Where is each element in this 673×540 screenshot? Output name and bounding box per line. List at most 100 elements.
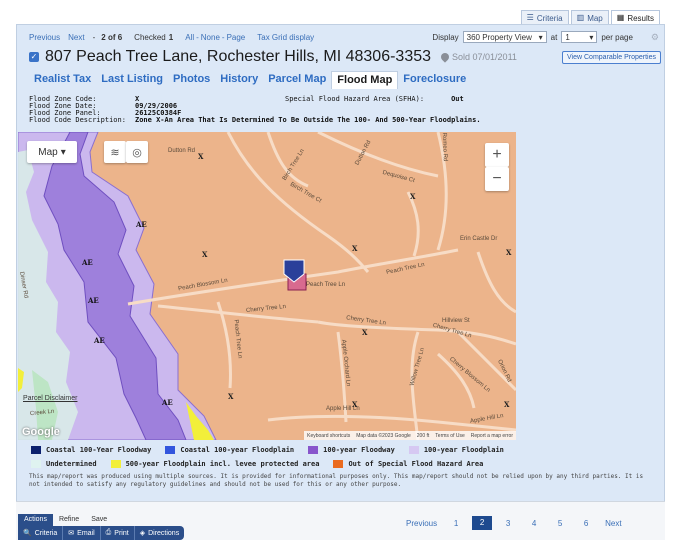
tab-actions[interactable]: Actions bbox=[18, 514, 53, 526]
sliders-icon: ☰ bbox=[526, 13, 534, 22]
view-comparable-button[interactable]: View Comparable Properties bbox=[562, 50, 661, 64]
zoom-in-button[interactable]: + bbox=[485, 143, 509, 167]
gear-icon[interactable]: ⚙ bbox=[650, 31, 659, 42]
pager-page[interactable]: 6 bbox=[583, 518, 589, 528]
action-label: Email bbox=[77, 529, 95, 537]
tab-history[interactable]: History bbox=[220, 73, 259, 85]
email-icon: ✉ bbox=[68, 530, 75, 537]
pager-previous[interactable]: Previous bbox=[406, 518, 438, 528]
legend-label: Undetermined bbox=[46, 460, 97, 468]
print-button[interactable]: ⎙Print bbox=[101, 526, 135, 540]
legend-swatch bbox=[165, 446, 176, 454]
map-attribution: Keyboard shortcuts Map data ©2023 Google… bbox=[304, 431, 516, 440]
pager-page[interactable]: 5 bbox=[557, 518, 563, 528]
tab-refine[interactable]: Refine bbox=[58, 516, 80, 523]
road bbox=[436, 352, 476, 409]
report-error-link[interactable]: Report a map error bbox=[470, 432, 513, 439]
tab-flood-map[interactable]: Flood Map bbox=[331, 71, 399, 89]
select-all-link[interactable]: All bbox=[185, 32, 195, 42]
zoom-out-button[interactable]: − bbox=[485, 167, 509, 191]
position-separator: - bbox=[92, 32, 96, 42]
locate-icon[interactable]: ◎ bbox=[126, 141, 148, 163]
keyboard-shortcuts-link[interactable]: Keyboard shortcuts bbox=[307, 432, 351, 439]
results-frame: ☰Criteria ▥Map ▦Results Previous Next - … bbox=[16, 7, 665, 540]
email-button[interactable]: ✉Email bbox=[63, 526, 101, 540]
display-controls: Display 360 Property View▾ at 1▾ per pag… bbox=[432, 31, 659, 43]
road bbox=[436, 132, 448, 251]
pager-page[interactable]: 1 bbox=[453, 518, 459, 528]
pager-next[interactable]: Next bbox=[605, 518, 622, 528]
zone-x-label: X bbox=[198, 152, 204, 161]
legend-label: 100-year Floodway bbox=[323, 446, 395, 454]
sold-info: Sold 07/01/2011 bbox=[439, 51, 517, 63]
checked-label: Checked bbox=[134, 32, 166, 42]
chevron-down-icon: ▾ bbox=[60, 146, 66, 158]
per-page-select-value: 1 bbox=[565, 32, 570, 42]
flood-fields: Flood Zone Code:X Flood Zone Date:09/29/… bbox=[29, 95, 659, 131]
road-network bbox=[127, 132, 516, 440]
layers-icon[interactable]: ≋ bbox=[104, 141, 126, 163]
action-bar: 🔍Criteria ✉Email ⎙Print ◈Directions bbox=[18, 526, 185, 540]
view-tab-criteria[interactable]: ☰Criteria bbox=[520, 10, 569, 24]
select-checkbox[interactable]: ✓ bbox=[29, 52, 39, 62]
zone-ae-label: AE bbox=[136, 220, 147, 229]
per-page-select[interactable]: 1▾ bbox=[561, 31, 598, 43]
view-tab-label: Map bbox=[587, 13, 603, 23]
road bbox=[216, 301, 232, 389]
flood-zone-date-row: Flood Zone Date:09/29/2006 bbox=[29, 102, 177, 110]
pager-page-current[interactable]: 2 bbox=[472, 516, 493, 530]
tax-grid-link[interactable]: Tax Grid display bbox=[257, 32, 315, 42]
field-label: Flood Zone Panel: bbox=[29, 109, 101, 117]
500-year-floodplain-area bbox=[18, 368, 24, 392]
legend-label: 100-year Floodplain bbox=[423, 446, 504, 454]
display-select[interactable]: 360 Property View▾ bbox=[462, 31, 547, 43]
field-label: Flood Code Description: bbox=[29, 116, 126, 124]
sold-date: Sold 07/01/2011 bbox=[452, 52, 517, 62]
view-tab-map[interactable]: ▥Map bbox=[570, 10, 609, 24]
map-data-text: Map data ©2023 Google bbox=[356, 432, 411, 439]
directions-button[interactable]: ◈Directions bbox=[135, 526, 185, 540]
zone-x-label: X bbox=[362, 328, 368, 337]
flood-zone-code-row: Flood Zone Code:X bbox=[29, 95, 139, 103]
flood-zone-panel-row: Flood Zone Panel:26125C0384F bbox=[29, 109, 181, 117]
flood-map[interactable]: Dutton Rd Birch Tree Ln Birch Tree Ct De… bbox=[18, 132, 516, 440]
legend-swatch bbox=[308, 446, 319, 454]
criteria-button[interactable]: 🔍Criteria bbox=[18, 526, 64, 540]
sfha-row: Special Flood Hazard Area (SFHA):Out bbox=[285, 95, 464, 103]
tab-realist-tax[interactable]: Realist Tax bbox=[34, 73, 92, 85]
tab-save[interactable]: Save bbox=[91, 516, 108, 523]
action-label: Directions bbox=[148, 529, 180, 537]
legend-row: Coastal 100-Year Floodway Coastal 100-ye… bbox=[31, 443, 651, 457]
terms-link[interactable]: Terms of Use bbox=[435, 432, 465, 439]
checked-count: 1 bbox=[168, 32, 174, 42]
zone-x-label: X bbox=[506, 248, 512, 257]
road-label: Dutton Rd bbox=[168, 148, 196, 154]
legend-label: Coastal 100-year Floodplain bbox=[180, 446, 295, 454]
action-label: Criteria bbox=[34, 529, 58, 537]
parcel-disclaimer-link[interactable]: Parcel Disclaimer bbox=[23, 395, 78, 402]
map-type-button[interactable]: Map▾ bbox=[27, 141, 77, 163]
location-pin-icon bbox=[439, 51, 451, 63]
pager-page[interactable]: 3 bbox=[505, 518, 511, 528]
action-label: Print bbox=[114, 529, 129, 537]
pager-page[interactable]: 4 bbox=[531, 518, 537, 528]
tab-parcel-map[interactable]: Parcel Map bbox=[268, 73, 327, 85]
legend-item: 500-year Floodplain incl. levee protecte… bbox=[110, 460, 319, 468]
tab-last-listing[interactable]: Last Listing bbox=[101, 73, 164, 85]
view-tabs: ☰Criteria ▥Map ▦Results bbox=[520, 10, 660, 24]
zone-x-label: X bbox=[352, 244, 358, 253]
legend-swatch bbox=[31, 460, 41, 468]
road bbox=[226, 132, 370, 273]
legend-item: 100-year Floodway bbox=[308, 446, 395, 454]
map-disclaimer: This map/report was produced using multi… bbox=[29, 473, 644, 488]
next-link[interactable]: Next bbox=[68, 32, 85, 42]
view-tab-results[interactable]: ▦Results bbox=[610, 10, 660, 24]
select-none-link[interactable]: None bbox=[200, 32, 220, 42]
select-page-link[interactable]: Page bbox=[226, 32, 246, 42]
tab-photos[interactable]: Photos bbox=[173, 73, 211, 85]
tab-foreclosure[interactable]: Foreclosure bbox=[403, 73, 467, 85]
flood-zone-code: X bbox=[135, 95, 140, 103]
result-position-total: of 6 bbox=[107, 32, 123, 42]
zone-x-label: X bbox=[410, 192, 416, 201]
previous-link[interactable]: Previous bbox=[29, 32, 61, 42]
